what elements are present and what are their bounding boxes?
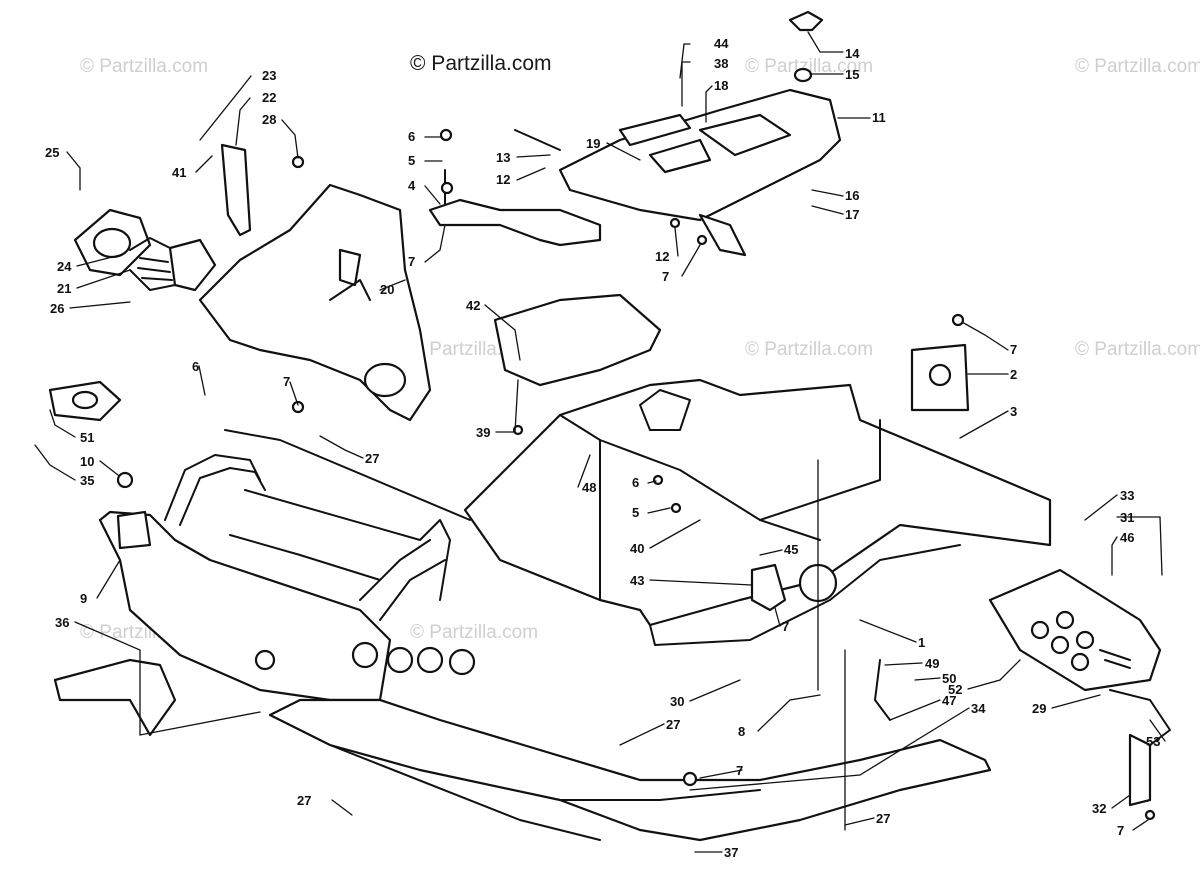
callout-label: 7 — [1117, 823, 1124, 838]
nose-cowl — [198, 183, 432, 422]
copyright-text: © Partzilla.com — [410, 52, 552, 75]
callout-label: 6 — [192, 359, 199, 374]
cable — [874, 659, 891, 721]
callout-label: 45 — [784, 542, 798, 557]
main-frame — [463, 378, 1052, 646]
front-bumper-section — [98, 429, 476, 702]
watermark: © Partzilla.com — [1075, 339, 1200, 360]
callout-label: 34 — [971, 701, 986, 716]
callout-label: 42 — [466, 298, 480, 313]
callout-label: 7 — [283, 374, 290, 389]
callout-label: 41 — [172, 165, 186, 180]
callout-label: 7 — [782, 619, 789, 634]
grab-bar — [1128, 733, 1152, 807]
callout-label: 18 — [714, 78, 728, 93]
watermark: © Partzilla.com — [745, 339, 873, 360]
callout-label: 15 — [845, 67, 859, 82]
callout-label: 52 — [948, 682, 962, 697]
pad — [53, 658, 177, 737]
callout-label: 12 — [655, 249, 669, 264]
callout-label: 36 — [55, 615, 69, 630]
callout-label: 13 — [496, 150, 510, 165]
callout-label: 38 — [714, 56, 728, 71]
mount-bracket — [48, 380, 122, 422]
watermark: © Partzilla.com — [1075, 56, 1200, 77]
callout-label: 16 — [845, 188, 859, 203]
leader-lines — [34, 31, 1166, 853]
callout-label: 37 — [724, 845, 738, 860]
callout-label: 40 — [630, 541, 644, 556]
callout-label: 28 — [262, 112, 276, 127]
callout-label: 19 — [586, 136, 600, 151]
belly-pan — [268, 698, 992, 842]
callout-label: 7 — [1010, 342, 1017, 357]
watermark: © Partzilla.com — [745, 56, 873, 77]
watermark: © Partzilla.com — [80, 56, 208, 77]
callout-label: 21 — [57, 281, 71, 296]
callout-label: 49 — [925, 656, 939, 671]
callout-label: 7 — [408, 254, 415, 269]
callout-label: 27 — [297, 793, 311, 808]
callout-label: 12 — [496, 172, 510, 187]
fasteners — [116, 128, 1156, 821]
callout-label: 30 — [670, 694, 684, 709]
cowl-strip — [220, 143, 252, 237]
callout-label: 25 — [45, 145, 59, 160]
callout-label: 7 — [662, 269, 669, 284]
callout-label: 6 — [408, 129, 415, 144]
hold-down-knob — [788, 10, 824, 83]
callout-label: 35 — [80, 473, 94, 488]
rear-plate — [988, 568, 1171, 746]
callout-label: 44 — [714, 36, 729, 51]
callout-label: 7 — [736, 763, 743, 778]
callout-label: 4 — [408, 178, 416, 193]
tray-assembly — [514, 88, 842, 257]
callout-label: 33 — [1120, 488, 1134, 503]
callout-label: 43 — [630, 573, 644, 588]
callout-label: 14 — [845, 46, 860, 61]
callout-label: 47 — [942, 693, 956, 708]
callout-label: 17 — [845, 207, 859, 222]
callout-label: 46 — [1120, 530, 1134, 545]
air-intake — [73, 208, 217, 292]
callout-label: 11 — [872, 110, 886, 125]
callout-label: 2 — [1010, 367, 1017, 382]
plate — [910, 343, 970, 412]
callout-label: 24 — [57, 259, 72, 274]
watermark: © Partzilla.com — [410, 622, 538, 643]
callout-label: 5 — [408, 153, 415, 168]
callout-label: 51 — [80, 430, 94, 445]
callout-label: 6 — [632, 475, 639, 490]
callout-label: 23 — [262, 68, 276, 83]
callout-label: 1 — [918, 635, 925, 650]
callout-label: 20 — [380, 282, 394, 297]
callout-label: 53 — [1146, 734, 1160, 749]
callout-label: 50 — [942, 671, 956, 686]
callout-label: 27 — [666, 717, 680, 732]
small-bracket — [750, 563, 787, 612]
callout-label: 32 — [1092, 801, 1106, 816]
callout-label: 39 — [476, 425, 490, 440]
callout-label: 22 — [262, 90, 276, 105]
callout-label: 29 — [1032, 701, 1046, 716]
shield-panel — [493, 293, 662, 387]
callout-label: 26 — [50, 301, 64, 316]
callout-label: 27 — [876, 811, 890, 826]
callout-label: 31 — [1120, 510, 1134, 525]
callout-label: 10 — [80, 454, 94, 469]
callout-label: 27 — [365, 451, 379, 466]
callout-labels: 44 38 18 14 15 11 16 17 23 22 28 41 25 6… — [45, 36, 1160, 860]
callout-label: 9 — [80, 591, 87, 606]
callout-label: 8 — [738, 724, 745, 739]
callout-label: 48 — [582, 480, 596, 495]
callout-label: 3 — [1010, 404, 1017, 419]
callout-label: 5 — [632, 505, 639, 520]
